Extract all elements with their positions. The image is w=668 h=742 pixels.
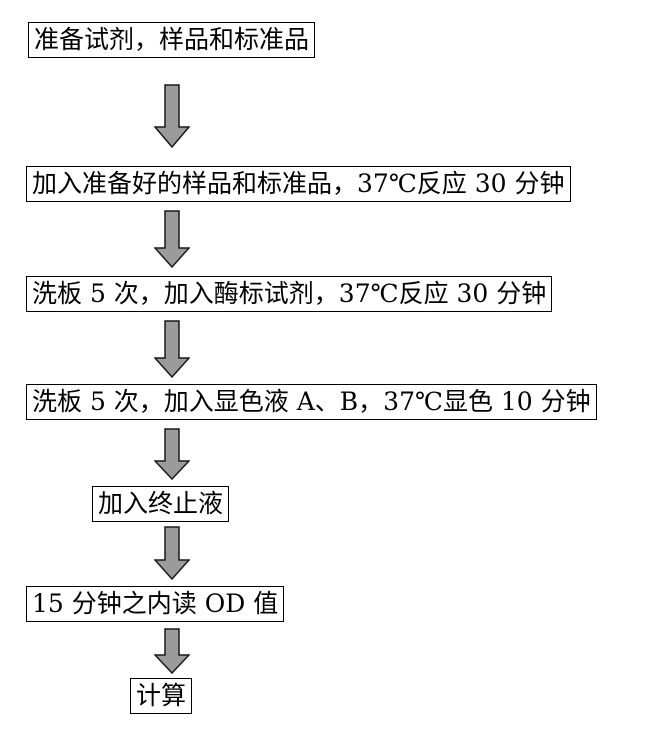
flow-step-add-stop-solution: 加入终止液 [92, 486, 230, 522]
down-arrow-1 [154, 84, 190, 148]
flow-step-add-samples-standards: 加入准备好的样品和标准品，37℃反应 30 分钟 [26, 166, 571, 202]
flow-step-read-od: 15 分钟之内读 OD 值 [26, 586, 285, 622]
down-arrow-3 [154, 320, 190, 378]
flow-step-wash-add-enzyme: 洗板 5 次，加入酶标试剂，37℃反应 30 分钟 [26, 276, 553, 312]
down-arrow-4 [154, 428, 190, 480]
flow-step-calculate: 计算 [130, 678, 193, 714]
flow-step-wash-add-chromogen: 洗板 5 次，加入显色液 A、B，37℃显色 10 分钟 [26, 384, 597, 420]
down-arrow-6 [154, 628, 190, 674]
flow-step-prepare-reagents: 准备试剂，样品和标准品 [28, 22, 316, 58]
down-arrow-5 [154, 526, 190, 580]
down-arrow-2 [154, 210, 190, 268]
